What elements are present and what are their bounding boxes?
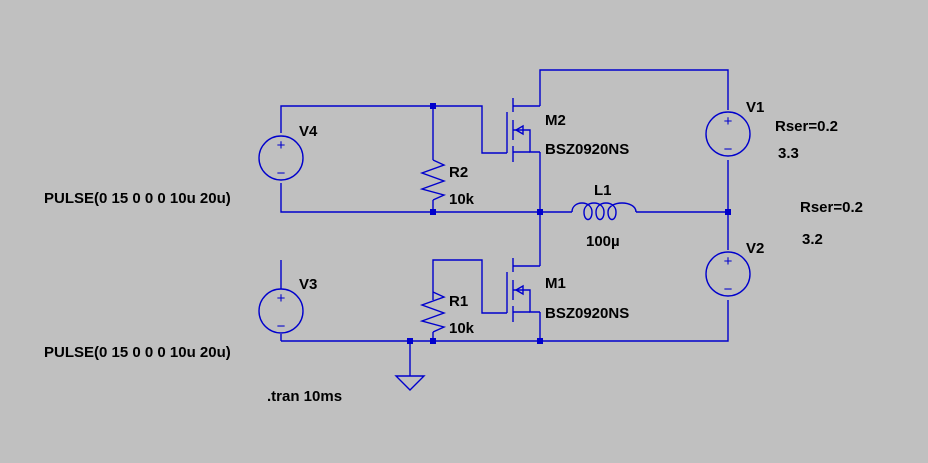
junction-dot [430, 338, 436, 344]
mosfet-m2[interactable] [506, 98, 540, 162]
wire-m2-drain-v1[interactable] [539, 69, 729, 110]
minus-sign: − [724, 281, 733, 298]
wire-m2-gate[interactable] [433, 105, 507, 154]
wires [280, 69, 729, 376]
labels: V4 PULSE(0 15 0 0 0 10u 20u) V3 PULSE(0 … [44, 99, 863, 405]
minus-sign: − [277, 165, 286, 182]
wire-v4-top[interactable] [280, 105, 433, 133]
wire-v2-bottom[interactable] [540, 300, 729, 342]
plus-sign: + [277, 290, 286, 307]
v3-name: V3 [299, 276, 317, 293]
v3-value: PULSE(0 15 0 0 0 10u 20u) [44, 344, 231, 361]
m1-name: M1 [545, 275, 566, 292]
resistor-r1[interactable] [419, 291, 447, 333]
junction-dot [537, 209, 543, 215]
r2-name: R2 [449, 164, 468, 181]
v1-name: V1 [746, 99, 764, 116]
junction-dot [725, 209, 731, 215]
wire-v4-bottom[interactable] [280, 183, 540, 213]
v2-rser: Rser=0.2 [800, 199, 863, 216]
v2-value: 3.2 [802, 231, 823, 248]
junction-dot [407, 338, 413, 344]
voltage-source-v4[interactable]: + − [258, 135, 304, 182]
v1-rser: Rser=0.2 [775, 118, 838, 135]
junction-dot [430, 209, 436, 215]
v4-name: V4 [299, 123, 318, 140]
m2-name: M2 [545, 112, 566, 129]
junctions [407, 103, 731, 344]
tran-directive[interactable]: .tran 10ms [267, 388, 342, 405]
m2-model: BSZ0920NS [545, 141, 629, 158]
voltage-source-v1[interactable]: + − [705, 111, 751, 158]
l1-value: 100µ [586, 233, 620, 250]
l1-name: L1 [594, 182, 612, 199]
v1-value: 3.3 [778, 145, 799, 162]
r2-value: 10k [449, 191, 475, 208]
mosfet-m1[interactable] [506, 258, 540, 322]
voltage-source-v3[interactable]: + − [258, 288, 304, 335]
minus-sign: − [277, 318, 286, 335]
plus-sign: + [724, 253, 733, 270]
junction-dot [537, 338, 543, 344]
inductor-l1[interactable] [571, 202, 637, 221]
plus-sign: + [724, 113, 733, 130]
resistor-r2[interactable] [419, 159, 447, 201]
minus-sign: − [724, 141, 733, 158]
v4-value: PULSE(0 15 0 0 0 10u 20u) [44, 190, 231, 207]
junction-dot [430, 103, 436, 109]
m1-model: BSZ0920NS [545, 305, 629, 322]
wire-m1-gate[interactable] [432, 259, 507, 314]
r1-value: 10k [449, 320, 475, 337]
v2-name: V2 [746, 240, 764, 257]
plus-sign: + [277, 137, 286, 154]
voltage-source-v2[interactable]: + − [705, 251, 751, 298]
r1-name: R1 [449, 293, 468, 310]
ground-symbol[interactable] [394, 375, 426, 391]
